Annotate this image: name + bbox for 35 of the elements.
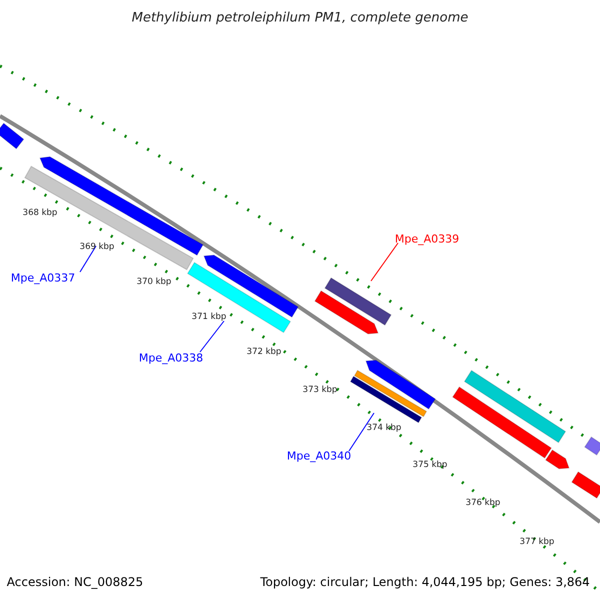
diagram-title: Methylibium petroleiphilum PM1, complete genome — [132, 10, 468, 26]
position-label: 370 kbp — [136, 277, 172, 287]
leader-line — [200, 320, 224, 352]
gene-label: Mpe_A0339 — [394, 232, 460, 246]
position-label: 373 kbp — [302, 385, 338, 395]
leader-line — [80, 246, 96, 272]
gene-feature — [545, 449, 570, 470]
position-label: 368 kbp — [22, 208, 58, 218]
position-label: 375 kbp — [412, 460, 448, 470]
gene-bar — [0, 122, 24, 150]
genome-info: Accession: NC_008825 — [6, 575, 144, 589]
gene-bar — [350, 376, 422, 424]
gene-label: Mpe_A0338 — [138, 352, 204, 364]
genome-info: Topology: circular; Length: 4,044,195 bp; Genes: 3,864 — [260, 575, 590, 589]
position-label: 374 kbp — [366, 423, 402, 433]
leader-line — [348, 412, 374, 452]
gene-bar — [324, 277, 392, 326]
gene-feature — [39, 156, 204, 256]
gene-bar — [24, 166, 194, 270]
gene-bar — [186, 262, 292, 334]
gene-bar — [571, 471, 600, 499]
gene-label: Mpe_A0337 — [10, 272, 76, 284]
position-label: 377 kbp — [520, 537, 554, 547]
position-label: 372 kbp — [246, 347, 282, 357]
gene-bar — [354, 370, 428, 418]
gene-feature — [314, 290, 379, 334]
gene-bar — [464, 370, 566, 444]
leader-line — [370, 242, 398, 282]
gene-bar — [452, 386, 552, 459]
position-label: 369 kbp — [80, 242, 114, 252]
position-label: 371 kbp — [192, 312, 226, 322]
position-label: 376 kbp — [466, 498, 500, 508]
gene-feature — [365, 360, 436, 410]
gene-label: Mpe_A0340 — [286, 450, 352, 462]
gene-bar — [584, 436, 600, 456]
